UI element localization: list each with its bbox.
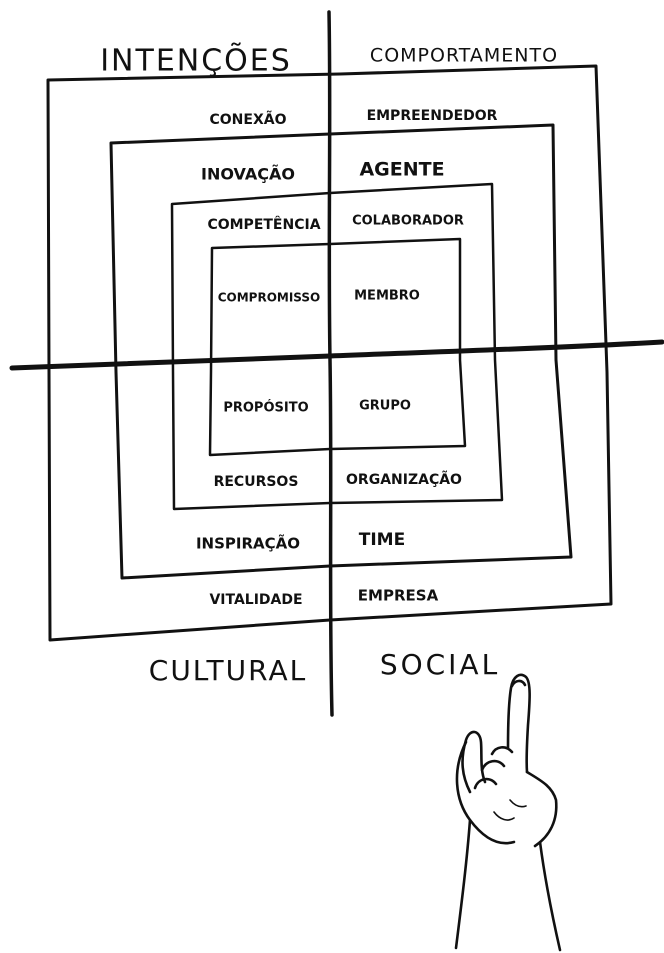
heading-cultural: CULTURAL bbox=[149, 654, 307, 687]
heading-comportamento: COMPORTAMENTO bbox=[370, 45, 558, 67]
square-rings bbox=[46, 64, 613, 642]
second-ring bbox=[109, 123, 573, 580]
third-ring bbox=[170, 182, 504, 511]
heading-intencoes: INTENÇÕES bbox=[100, 42, 292, 79]
label-empreendedor: EMPREENDEDOR bbox=[367, 108, 498, 124]
label-organizacao: ORGANIZAÇÃO bbox=[346, 471, 462, 488]
label-inspiracao: INSPIRAÇÃO bbox=[196, 534, 300, 553]
label-recursos: RECURSOS bbox=[214, 474, 299, 490]
label-vitalidade: VITALIDADE bbox=[209, 592, 302, 608]
inner-ring bbox=[208, 237, 467, 457]
ring-labels: CONEXÃO EMPREENDEDOR VITALIDADE EMPRESA … bbox=[196, 108, 498, 608]
label-membro: MEMBRO bbox=[354, 289, 420, 304]
label-colaborador: COLABORADOR bbox=[352, 214, 464, 229]
headings: INTENÇÕES COMPORTAMENTO CULTURAL SOCIAL bbox=[100, 42, 558, 688]
outer-ring bbox=[46, 64, 613, 642]
label-time: TIME bbox=[359, 530, 405, 550]
label-agente: AGENTE bbox=[359, 159, 444, 181]
label-inovacao: INOVAÇÃO bbox=[201, 165, 295, 184]
label-proposito: PROPÓSITO bbox=[223, 400, 308, 416]
label-conexao: CONEXÃO bbox=[210, 111, 287, 128]
horizontal-axis bbox=[9, 339, 664, 371]
axes bbox=[9, 10, 664, 717]
heading-social: SOCIAL bbox=[380, 648, 500, 681]
label-grupo: GRUPO bbox=[359, 399, 411, 414]
label-competencia: COMPETÊNCIA bbox=[207, 216, 320, 233]
vertical-axis bbox=[327, 10, 334, 717]
pointing-hand-icon bbox=[454, 673, 562, 952]
label-empresa: EMPRESA bbox=[358, 587, 439, 605]
label-compromisso: COMPROMISSO bbox=[218, 291, 321, 305]
